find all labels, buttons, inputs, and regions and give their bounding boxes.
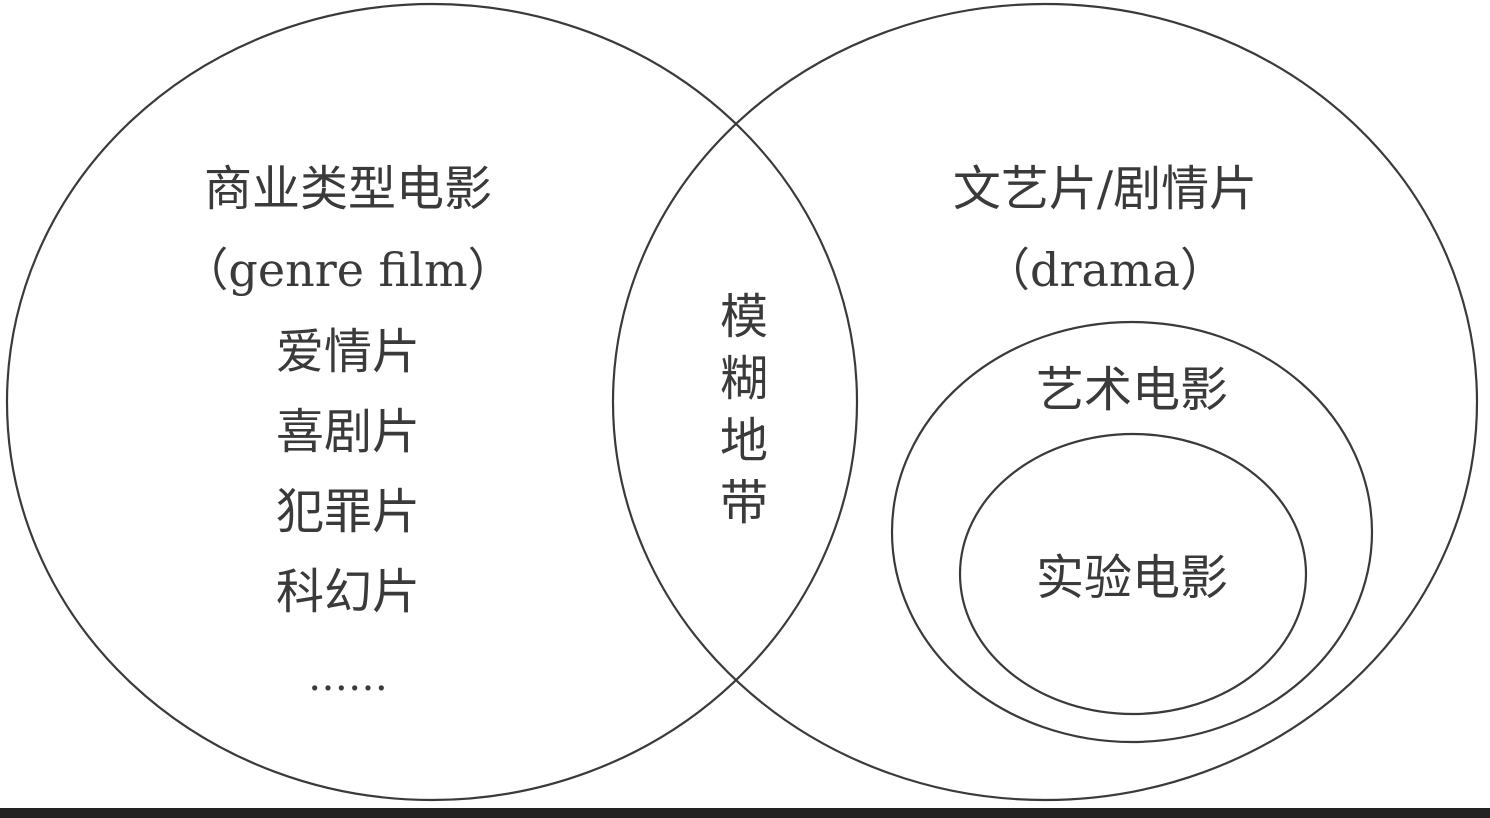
left-set-item: 犯罪片: [276, 484, 420, 540]
overlap-char: 糊: [720, 351, 768, 407]
experimental-film-ellipse: [958, 432, 1308, 716]
bottom-border: [0, 808, 1490, 818]
left-set-title: 商业类型电影: [204, 161, 492, 217]
right-set-title: 文艺片/剧情片: [953, 161, 1257, 217]
overlap-char: 模: [720, 289, 768, 345]
left-set-circle: [5, 2, 859, 802]
art-film-label: 艺术电影: [1036, 362, 1228, 418]
overlap-char: 带: [720, 475, 768, 531]
left-set-item: 喜剧片: [276, 404, 420, 460]
left-set-subtitle: （genre film）: [182, 243, 513, 297]
experimental-film-label: 实验电影: [1036, 550, 1228, 606]
right-set-subtitle: （drama）: [984, 243, 1226, 297]
left-set-item: 爱情片: [276, 324, 420, 380]
left-set-ellipsis: ……: [308, 654, 388, 700]
left-set-item: 科幻片: [276, 564, 420, 620]
art-film-ellipse: [890, 320, 1374, 744]
overlap-char: 地: [720, 413, 768, 469]
right-set-circle: [611, 2, 1479, 802]
